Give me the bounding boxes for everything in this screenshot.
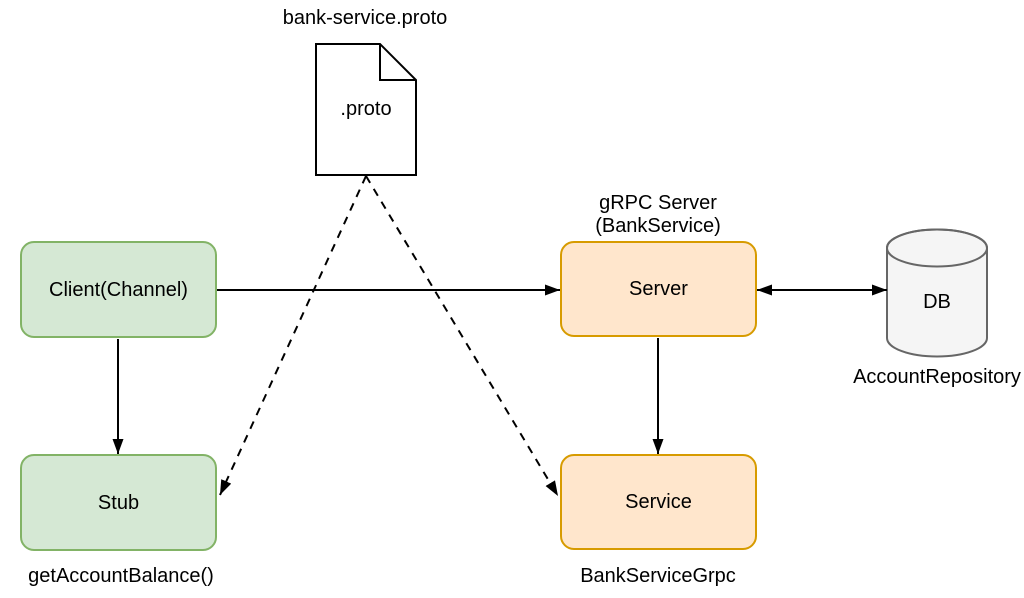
node-stub: Stub — [20, 454, 217, 551]
edge-proto-to-service — [365, 175, 559, 497]
edge-proto-to-stub — [219, 175, 367, 496]
node-client-label: Client(Channel) — [49, 278, 188, 301]
proto-file-title: bank-service.proto — [282, 7, 448, 29]
db-cylinder-shape — [886, 228, 988, 358]
db-label-text: DB — [923, 291, 951, 313]
proto-file-label: .proto — [316, 44, 416, 175]
node-server: Server — [560, 241, 757, 337]
db-caption: AccountRepository — [853, 366, 1021, 388]
proto-file-label-text: .proto — [340, 98, 392, 120]
node-service: Service — [560, 454, 757, 550]
db-label: DB — [887, 267, 987, 338]
service-caption: BankServiceGrpc — [580, 565, 736, 587]
folded-corner-icon — [379, 44, 416, 81]
server-caption: gRPC Server (BankService) — [528, 192, 788, 238]
stub-caption: getAccountBalance() — [28, 565, 214, 587]
node-server-label: Server — [629, 278, 688, 300]
node-service-label: Service — [625, 491, 692, 513]
node-stub-label: Stub — [97, 491, 140, 514]
server-caption-line2: (BankService) — [595, 215, 721, 237]
server-caption-line1: gRPC Server — [599, 192, 717, 214]
node-client: Client(Channel) — [20, 241, 217, 338]
proto-file-shape — [315, 43, 417, 176]
